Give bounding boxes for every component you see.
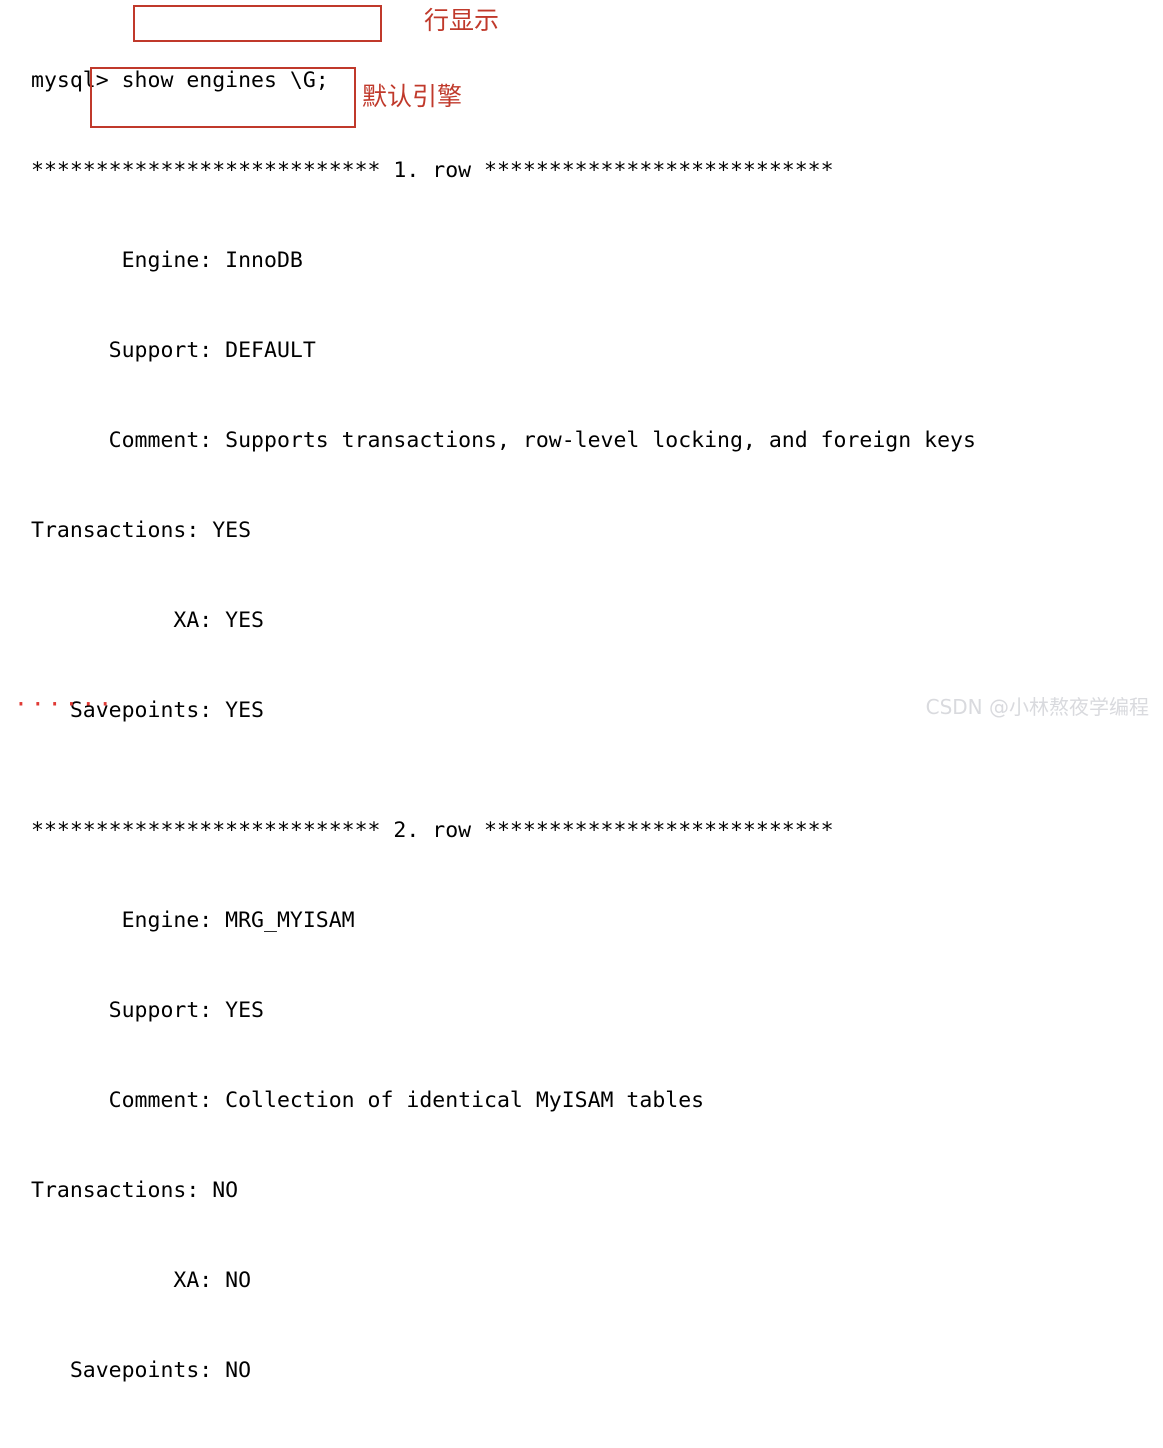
terminal-line-support-2: Support: YES <box>31 998 264 1023</box>
callout-row-display: 行显示 <box>424 6 500 35</box>
terminal-line-support-1: Support: DEFAULT <box>31 338 316 363</box>
terminal-line-comment-2: Comment: Collection of identical MyISAM … <box>31 1088 705 1113</box>
terminal-row-separator-2: *************************** 2. row *****… <box>31 818 834 843</box>
terminal-output: mysql> show engines \G; ****************… <box>31 6 1151 1448</box>
terminal-line-xa-2: XA: NO <box>31 1268 252 1293</box>
trailing-dots: ······ <box>14 692 116 718</box>
callout-default-engine: 默认引擎 <box>362 82 463 111</box>
terminal-line-prompt[interactable]: mysql> show engines \G; <box>31 68 329 93</box>
terminal-line-savepoints-2: Savepoints: NO <box>31 1358 252 1383</box>
terminal-line-comment-1: Comment: Supports transactions, row-leve… <box>31 428 976 453</box>
terminal-line-engine-1: Engine: InnoDB <box>31 248 303 273</box>
terminal-line-engine-2: Engine: MRG_MYISAM <box>31 908 355 933</box>
terminal-line-transactions-2: Transactions: NO <box>31 1178 239 1203</box>
terminal-line-xa-1: XA: YES <box>31 608 264 633</box>
terminal-line-savepoints-1: Savepoints: YES <box>31 698 264 723</box>
csdn-watermark: CSDN @小林熬夜学编程 <box>925 695 1149 719</box>
terminal-line-transactions-1: Transactions: YES <box>31 518 252 543</box>
terminal-row-separator-1: *************************** 1. row *****… <box>31 158 834 183</box>
